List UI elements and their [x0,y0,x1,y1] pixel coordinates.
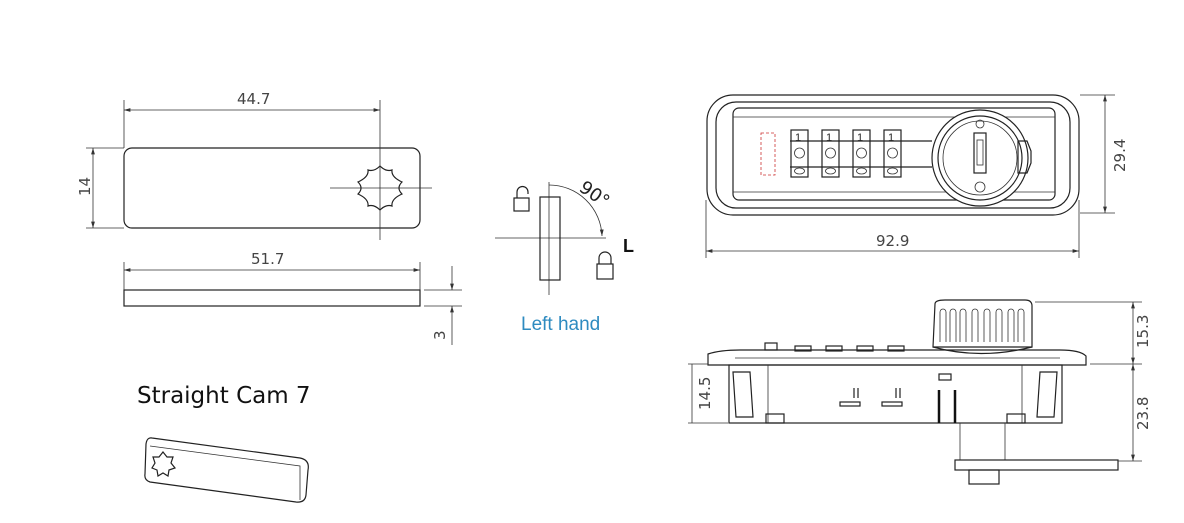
dial-wheel: 1 [883,129,902,178]
lock-width-label: 92.9 [876,232,909,250]
dial-wheel: 1 [852,129,871,178]
body-depth-label: 23.8 [1134,397,1152,430]
dial-digit: 1 [857,132,863,144]
lock-side-view: 15.3 23.8 14.5 [688,299,1152,485]
cam-thickness-label: 3 [431,330,449,340]
dial-digit: 1 [826,132,832,144]
star-hole-icon [151,451,177,477]
cam-top-view: 44.7 14 [76,90,432,240]
knob-icon [931,109,1032,207]
cam-height-label: 14 [76,177,94,196]
knob-side [932,299,1033,355]
dial-digit: 1 [795,132,801,144]
cam-width-label: 44.7 [237,90,270,108]
knob-height-label: 15.3 [1134,315,1152,348]
rotation-diagram: 90° L Left hand [495,177,634,335]
lock-front-view: 1 1 1 1 29.4 92.9 [705,94,1129,258]
direction-label: L [623,236,634,256]
dial-digit: 1 [888,132,894,144]
cam-3d-view [144,437,309,503]
rotation-angle-label: 90° [575,177,613,213]
star-hole-icon [356,165,404,211]
dial-wheel: 1 [821,129,840,178]
cam-name: Straight Cam 7 [137,383,311,409]
dial-wheel: 1 [790,129,809,178]
cam-side-view: 51.7 3 [123,250,462,345]
unlocked-padlock-icon [513,185,530,212]
left-hand-caption: Left hand [521,314,600,335]
locked-padlock-icon [596,251,614,280]
cam-length-label: 51.7 [251,250,284,268]
lock-height-label: 29.4 [1111,139,1129,172]
body-height-label: 14.5 [696,377,714,410]
